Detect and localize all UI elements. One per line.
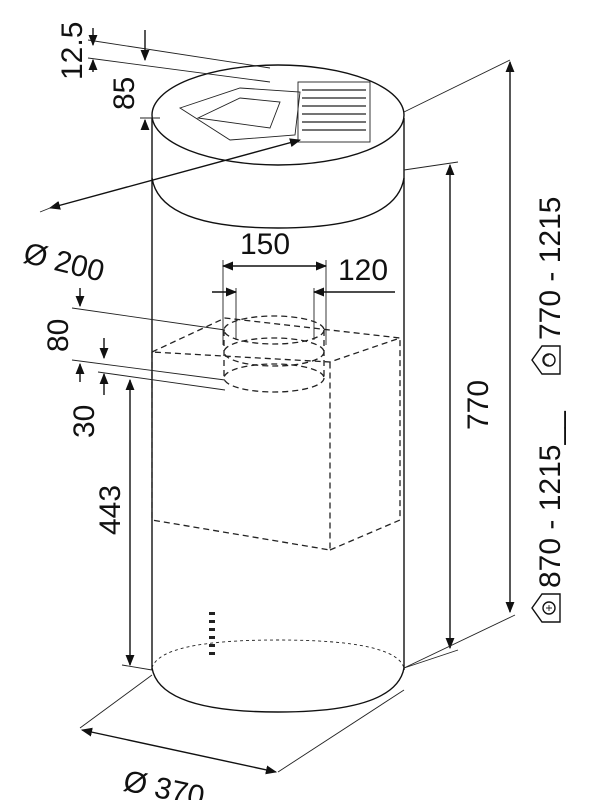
label-top-ring: 12.5	[56, 22, 89, 80]
label-chimney-drop: 85	[108, 77, 141, 110]
recirculation-house-icon	[531, 345, 561, 375]
motor-housing	[151, 317, 401, 551]
label-install-recirculation: 770 - 1215	[534, 197, 567, 340]
dim-chimney-drop: 85	[108, 30, 160, 131]
label-chimney-diameter: Ø 200	[20, 237, 107, 289]
exhaust-house-icon	[531, 593, 561, 623]
label-outlet-offset: 30	[68, 405, 101, 438]
label-body-height: 770	[462, 380, 495, 430]
label-outlet-inner: 120	[338, 254, 388, 287]
hood-body	[151, 64, 405, 713]
dim-inner-height: 443	[94, 378, 153, 671]
outlet-collar	[223, 315, 325, 393]
dim-outlet-offset: 30	[68, 338, 226, 438]
dim-installation-height	[403, 59, 516, 669]
dim-outlet-height: 80	[42, 288, 226, 382]
dim-top-ring: 12.5	[56, 22, 271, 83]
label-body-diameter: Ø 370	[121, 765, 208, 800]
installation-labels: 870 - 1215__ 770 - 1215	[531, 197, 567, 623]
label-inner-height: 443	[94, 485, 127, 535]
control-panel	[209, 612, 215, 655]
label-outlet-width: 150	[240, 228, 290, 261]
dim-body-diameter: Ø 370	[79, 674, 405, 800]
dim-body-height: 770	[403, 161, 495, 669]
dim-outlet-width: 150	[221, 228, 328, 345]
chimney-opening	[178, 81, 371, 143]
dim-outlet-inner: 120	[212, 254, 395, 340]
label-install-exhaust: 870 - 1215__	[534, 410, 567, 588]
label-outlet-height: 80	[42, 319, 75, 352]
